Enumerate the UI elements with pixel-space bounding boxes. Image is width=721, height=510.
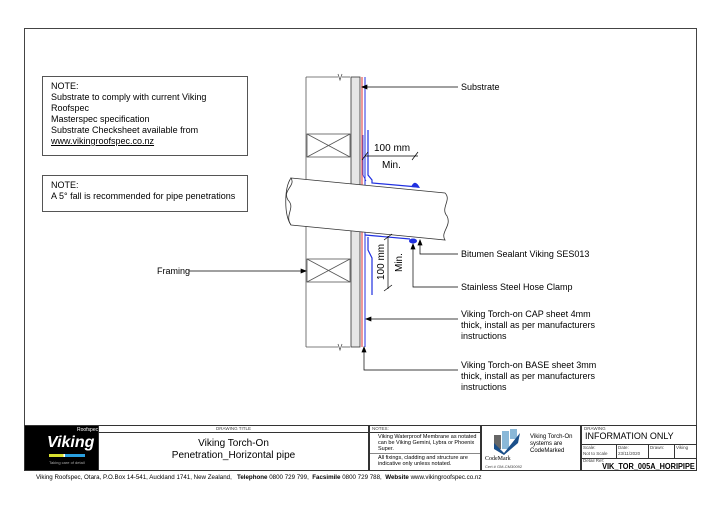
date-label: Date: — [618, 445, 629, 450]
date-cell: Date:23/11/2020 — [617, 445, 649, 458]
drawing-title-line2: Penetration_Horizontal pipe — [171, 450, 296, 461]
footer-website[interactable]: www.vikingroofspec.co.nz — [410, 474, 482, 481]
dim-bottom-min: Min. — [394, 253, 405, 272]
logo-bar — [49, 454, 85, 457]
detail-drawing: 100 mm Min. 100 mm Min. Substrate Framin… — [157, 73, 599, 392]
footer-telephone: 0800 729 799, — [269, 474, 309, 481]
logo-sub: Roofspec — [77, 427, 99, 433]
codemark-box: CodeMark Cert # GM-CM30092 Viking Torch-… — [481, 425, 581, 471]
notes-box: NOTES: Viking Waterproof Membrane as not… — [369, 425, 481, 471]
hose-clamp — [409, 238, 417, 244]
dim-top-min: Min. — [382, 160, 401, 171]
codemark-name: CodeMark — [485, 456, 511, 462]
info-grid: Scale:Not to Scale Date:23/11/2020 Drawn… — [582, 444, 696, 459]
label-clamp: Stainless Steel Hose Clamp — [461, 282, 573, 292]
logo-brand: Viking — [47, 434, 95, 451]
cap-flashing-upper — [367, 130, 419, 188]
drawing-title-line1: Viking Torch-On — [198, 438, 269, 449]
date-value: 23/11/2020 — [618, 450, 641, 456]
dim-bottom-label: 100 mm — [376, 244, 387, 280]
logo-tagline: Taking care of detail — [49, 460, 85, 465]
drawing-title-box: DRAWING TITLE Viking Torch-On Penetratio… — [98, 425, 369, 471]
drawn-label: Drawn: — [650, 445, 665, 450]
label-cap: Viking Torch-on CAP sheet 4mm thick, ins… — [461, 309, 598, 341]
note-line: Substrate Checksheet available from — [51, 125, 199, 135]
note-line: Masterspec specification — [51, 114, 150, 124]
codemark-cert: Cert # GM-CM30092 — [485, 464, 523, 469]
drawing-info-box: DRAWING INFORMATION ONLY Scale:Not to Sc… — [581, 425, 697, 471]
dim-top-label: 100 mm — [374, 143, 410, 154]
note-fall: NOTE: A 5° fall is recommended for pipe … — [42, 175, 248, 212]
scale-cell: Scale:Not to Scale — [582, 445, 617, 458]
nog-lower — [306, 258, 351, 283]
scale-value: Not to Scale — [583, 450, 608, 456]
label-substrate: Substrate — [461, 82, 500, 92]
notes-item: All fixings, cladding and structure are … — [378, 455, 468, 467]
codemark-text: Viking Torch-On systems are CodeMarked — [530, 434, 573, 454]
notes-label: NOTES: — [370, 426, 480, 433]
drawing-label: DRAWING — [584, 426, 606, 431]
note-line: A 5° fall is recommended for pipe penetr… — [51, 191, 236, 201]
footer-facsimile: 0800 729 788, — [342, 474, 382, 481]
drawn-cell: Drawn: — [649, 445, 675, 458]
detail-ref: VIK_TOR_005A_HORIPIPE — [602, 462, 695, 471]
viking-logo: Roofspec Viking Taking care of detail — [25, 426, 98, 470]
nog-upper — [306, 133, 351, 158]
drawing-title-label: DRAWING TITLE — [99, 426, 368, 433]
drawn-value-cell: Viking — [675, 445, 696, 458]
detail-ref-label: Detail Ref: — [583, 458, 605, 463]
footer-telephone-label: Telephone — [237, 474, 268, 481]
codemark-logo-icon — [494, 429, 520, 455]
drawn-value: Viking — [676, 445, 689, 450]
note-substrate: NOTE: Substrate to comply with current V… — [42, 76, 248, 156]
note-heading: NOTE: — [51, 180, 79, 190]
label-framing: Framing — [157, 266, 190, 276]
note-line: Substrate to comply with current Viking … — [51, 92, 207, 113]
website-link[interactable]: www.vikingroofspec.co.nz — [51, 136, 155, 146]
drawing-status: INFORMATION ONLY — [585, 431, 674, 441]
note-heading: NOTE: — [51, 81, 79, 91]
label-sealant: Bitumen Sealant Viking SES013 — [461, 249, 589, 259]
scale-label: Scale: — [583, 445, 596, 450]
footer-address: Viking Roofspec, Otara, P.O.Box 14-541, … — [36, 474, 232, 481]
label-base: Viking Torch-on BASE sheet 3mm thick, in… — [461, 360, 599, 392]
drawing-frame — [24, 28, 697, 471]
footer: Viking Roofspec, Otara, P.O.Box 14-541, … — [36, 474, 481, 481]
footer-website-label: Website — [385, 474, 409, 481]
footer-facsimile-label: Facsimile — [312, 474, 341, 481]
pipe — [285, 177, 449, 241]
notes-item: Viking Waterproof Membrane as notated ca… — [370, 433, 480, 454]
sealant-bead — [411, 182, 420, 188]
